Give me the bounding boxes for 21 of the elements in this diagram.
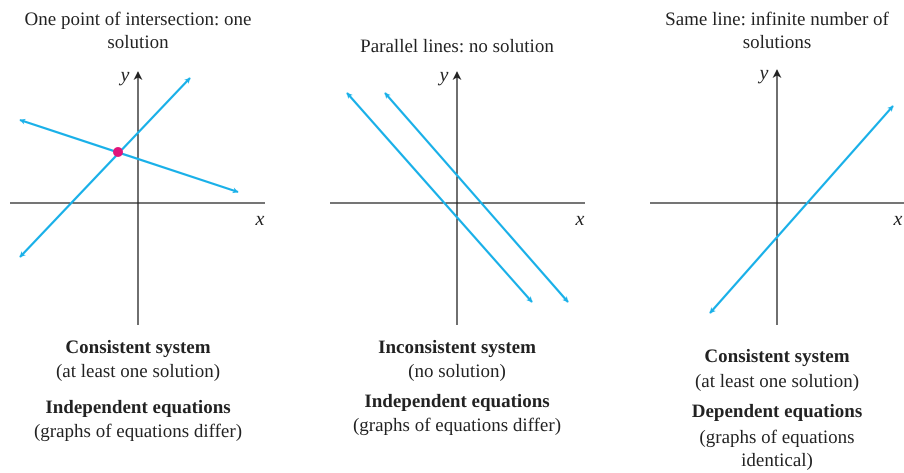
panel-title: Same line: infinite number of solutions bbox=[664, 8, 890, 54]
axis-label: x bbox=[574, 208, 586, 231]
axis-label: y bbox=[436, 64, 450, 87]
description-text: (graphs of equations differ) bbox=[32, 420, 244, 443]
system-heading: Dependent equations bbox=[690, 400, 864, 423]
panel-title: Parallel lines: no solution bbox=[359, 35, 555, 58]
axis-label: x bbox=[892, 208, 904, 231]
panel-title: One point of intersection: one solution bbox=[24, 8, 252, 54]
system-heading: Inconsistent system bbox=[377, 336, 537, 359]
axis-label: y bbox=[118, 64, 130, 87]
description-text: (graphs of equations differ) bbox=[352, 414, 562, 437]
description-text: (at least one solution) bbox=[694, 370, 860, 393]
axis-label: y bbox=[756, 62, 770, 85]
system-heading: Consistent system bbox=[703, 345, 851, 368]
description-text: (graphs of equations identical) bbox=[698, 426, 856, 472]
system-heading: Independent equations bbox=[44, 396, 232, 419]
description-text: (at least one solution) bbox=[54, 360, 222, 383]
description-text: (no solution) bbox=[407, 360, 507, 383]
system-heading: Consistent system bbox=[64, 336, 212, 359]
system-heading: Independent equations bbox=[363, 390, 551, 413]
axis-label: x bbox=[254, 208, 266, 231]
